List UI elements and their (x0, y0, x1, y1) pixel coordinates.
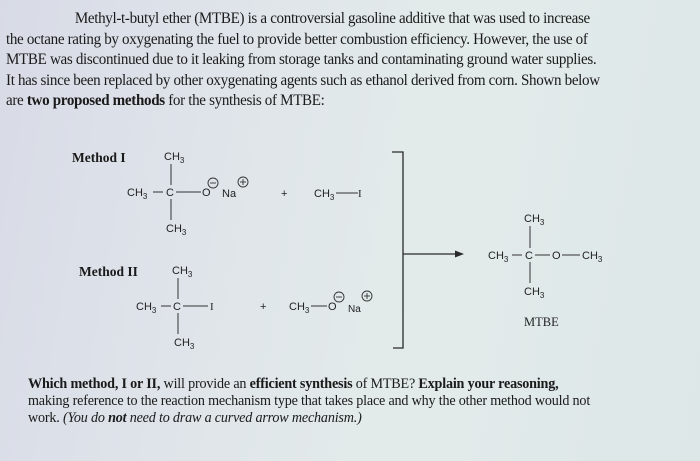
m1-methyl: CH3 (314, 188, 335, 202)
product-name: MTBE (524, 315, 559, 329)
question-line-2: making reference to the reaction mechani… (28, 392, 591, 409)
method-2-tert-butyl-iodide: CH3 CH3 C I CH3 (136, 265, 214, 351)
question-line-3: work. (You do not need to draw a curved … (28, 409, 362, 426)
method-2-label: Method II (79, 264, 138, 279)
m1-top-ch3: CH3 (164, 151, 185, 165)
intro-line-3: MTBE was discontinued due to it leaking … (6, 50, 597, 68)
m1-sodium: Na (222, 188, 237, 200)
m1-iodine: I (358, 188, 362, 200)
p-bottom-ch3: CH3 (524, 286, 545, 300)
reaction-bracket (392, 151, 404, 349)
m2-center-c: C (173, 301, 181, 313)
p-right-ch3: CH3 (582, 250, 603, 264)
negative-charge-icon (207, 177, 219, 189)
intro-line-1: Methyl-t-butyl ether (MTBE) is a controv… (74, 9, 590, 27)
positive-charge-icon (237, 176, 249, 188)
method-1-tert-butoxide: CH3 CH3 C O Na CH3 (127, 151, 249, 237)
intro-line-2: the octane rating by oxygenating the fue… (6, 29, 588, 48)
m2-iodine: I (210, 301, 214, 313)
intro-line-4: It has since been replaced by other oxyg… (6, 70, 600, 89)
m2-top-ch3: CH3 (172, 265, 193, 279)
m2-oxygen: O (328, 301, 337, 313)
p-top-ch3: CH3 (524, 213, 545, 227)
negative-charge-icon (333, 291, 345, 303)
m1-left-ch3: CH3 (127, 187, 148, 201)
method-1-methyl-iodide: CH3 I (314, 188, 362, 202)
m1-oxygen: O (202, 187, 211, 199)
m2-left-ch3: CH3 (136, 301, 157, 315)
m1-bottom-ch3: CH3 (166, 223, 187, 237)
method-1-label: Method I (72, 150, 126, 165)
question-paragraph: Which method, I or II, will provide an e… (28, 375, 679, 426)
product-mtbe: CH3 CH3 C O CH3 CH3 MTBE (488, 213, 603, 329)
m2-plus: + (260, 301, 266, 313)
question-line-1: Which method, I or II, will provide an e… (28, 375, 559, 392)
m2-bottom-ch3: CH3 (174, 337, 195, 351)
m1-plus: + (281, 188, 287, 200)
p-center-c: C (525, 250, 533, 262)
method-2-sodium-methoxide: CH3 O Na (289, 290, 373, 315)
m1-center-c: C (166, 187, 174, 199)
p-left-ch3: CH3 (488, 250, 509, 264)
p-oxygen: O (552, 250, 561, 262)
m2-sodium: Na (348, 304, 361, 315)
reaction-arrow-icon (403, 250, 464, 258)
positive-charge-icon (361, 290, 373, 302)
m2-methyl: CH3 (289, 301, 310, 315)
intro-line-5: are two proposed methods for the synthes… (6, 91, 325, 109)
intro-paragraph: Methyl-t-butyl ether (MTBE) is a controv… (6, 8, 696, 111)
